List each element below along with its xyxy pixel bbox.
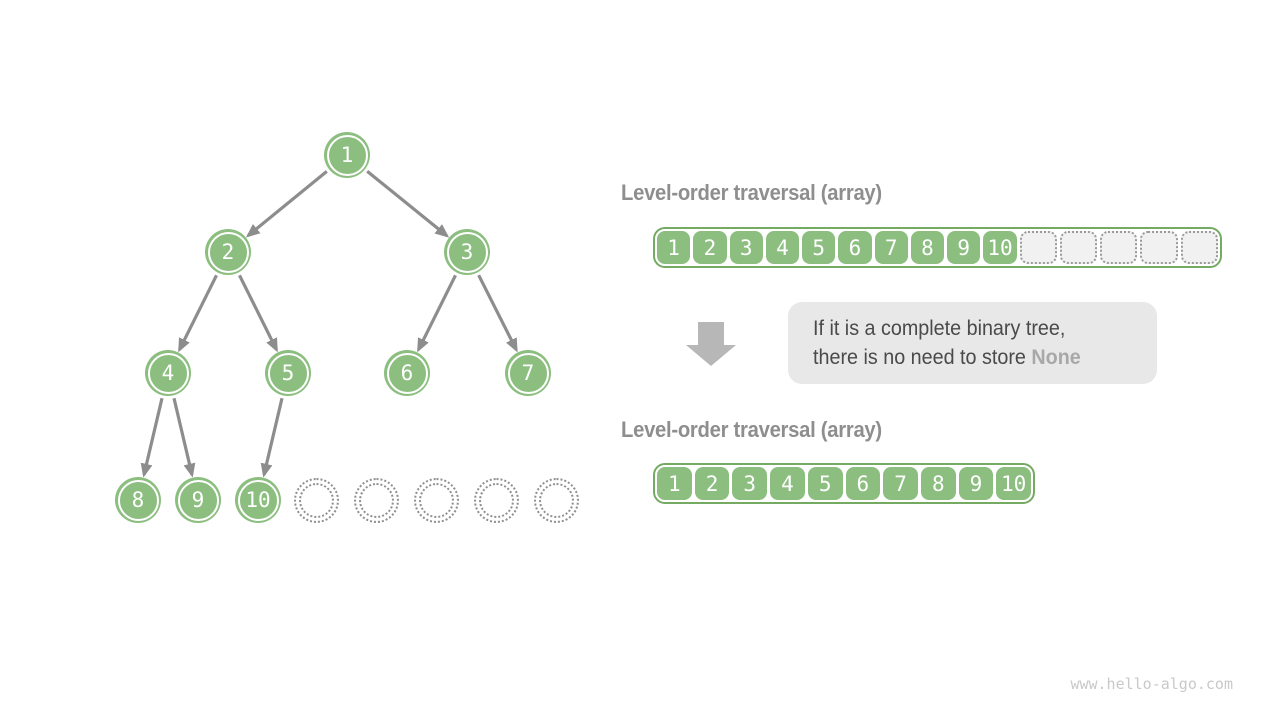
tree-node-4: 4 bbox=[145, 350, 191, 396]
array-cell: 3 bbox=[732, 467, 768, 500]
note-line-2: there is no need to store None bbox=[813, 343, 1136, 372]
array-cell: 1 bbox=[657, 467, 692, 500]
tree-empty-node bbox=[294, 478, 339, 523]
tree-edge bbox=[366, 170, 450, 238]
tree-node-9: 9 bbox=[175, 477, 221, 523]
array-cell: 7 bbox=[874, 231, 908, 264]
binary-tree-diagram: 1 2 3 4 5 6 7 8 9 10 bbox=[0, 0, 640, 580]
array-bottom: 1 2 3 4 5 6 7 8 9 10 bbox=[653, 463, 1035, 504]
tree-empty-node bbox=[534, 478, 579, 523]
tree-edge bbox=[245, 170, 328, 238]
array-cell: 6 bbox=[845, 467, 881, 500]
array-cell: 3 bbox=[729, 231, 763, 264]
tree-node-8: 8 bbox=[115, 477, 161, 523]
array-bottom-title: Level-order traversal (array) bbox=[621, 417, 882, 442]
array-empty-cell bbox=[1180, 231, 1218, 264]
site-watermark: www.hello-algo.com bbox=[1070, 675, 1233, 693]
tree-node-6: 6 bbox=[384, 350, 430, 396]
array-cell: 5 bbox=[807, 467, 843, 500]
tree-empty-node bbox=[474, 478, 519, 523]
tree-node-7: 7 bbox=[505, 350, 551, 396]
array-empty-cell bbox=[1059, 231, 1098, 264]
tree-node-3: 3 bbox=[444, 229, 490, 275]
tree-node-5: 5 bbox=[265, 350, 311, 396]
tree-empty-node bbox=[414, 478, 459, 523]
tree-edge bbox=[172, 397, 196, 478]
down-arrow-icon bbox=[686, 322, 736, 366]
array-cell: 10 bbox=[983, 231, 1017, 264]
array-cell: 4 bbox=[765, 231, 800, 264]
array-cell: 8 bbox=[920, 467, 956, 500]
tree-node-1: 1 bbox=[324, 132, 370, 178]
note-line-1: If it is a complete binary tree, bbox=[813, 317, 1066, 340]
array-empty-cell bbox=[1140, 231, 1178, 264]
array-cell: 2 bbox=[693, 231, 727, 264]
tree-edge bbox=[417, 274, 457, 353]
array-top-title: Level-order traversal (array) bbox=[621, 180, 882, 205]
tree-node-10: 10 bbox=[235, 477, 281, 523]
tree-edge bbox=[178, 274, 218, 353]
note-line-2-text: there is no need to store bbox=[813, 346, 1026, 369]
array-top: 1 2 3 4 5 6 7 8 9 10 bbox=[653, 227, 1222, 268]
array-empty-cell bbox=[1019, 231, 1057, 264]
array-cell: 4 bbox=[770, 467, 805, 500]
array-cell: 6 bbox=[838, 231, 872, 264]
note-box: If it is a complete binary tree, there i… bbox=[788, 302, 1157, 384]
tree-edge bbox=[238, 274, 278, 353]
array-cell: 7 bbox=[883, 467, 918, 500]
tree-empty-node bbox=[354, 478, 399, 523]
array-cell: 2 bbox=[694, 467, 730, 500]
note-none-keyword: None bbox=[1031, 346, 1081, 369]
tree-node-2: 2 bbox=[205, 229, 251, 275]
array-cell: 8 bbox=[910, 231, 945, 264]
array-cell: 10 bbox=[996, 467, 1032, 500]
tree-edges bbox=[140, 170, 518, 478]
tree-edge bbox=[477, 274, 518, 353]
array-cell: 1 bbox=[657, 231, 691, 264]
tree-edge bbox=[260, 397, 284, 478]
array-empty-cell bbox=[1100, 231, 1138, 264]
tree-edge bbox=[140, 397, 164, 478]
array-cell: 5 bbox=[802, 231, 836, 264]
array-cell: 9 bbox=[947, 231, 981, 264]
array-cell: 9 bbox=[958, 467, 994, 500]
